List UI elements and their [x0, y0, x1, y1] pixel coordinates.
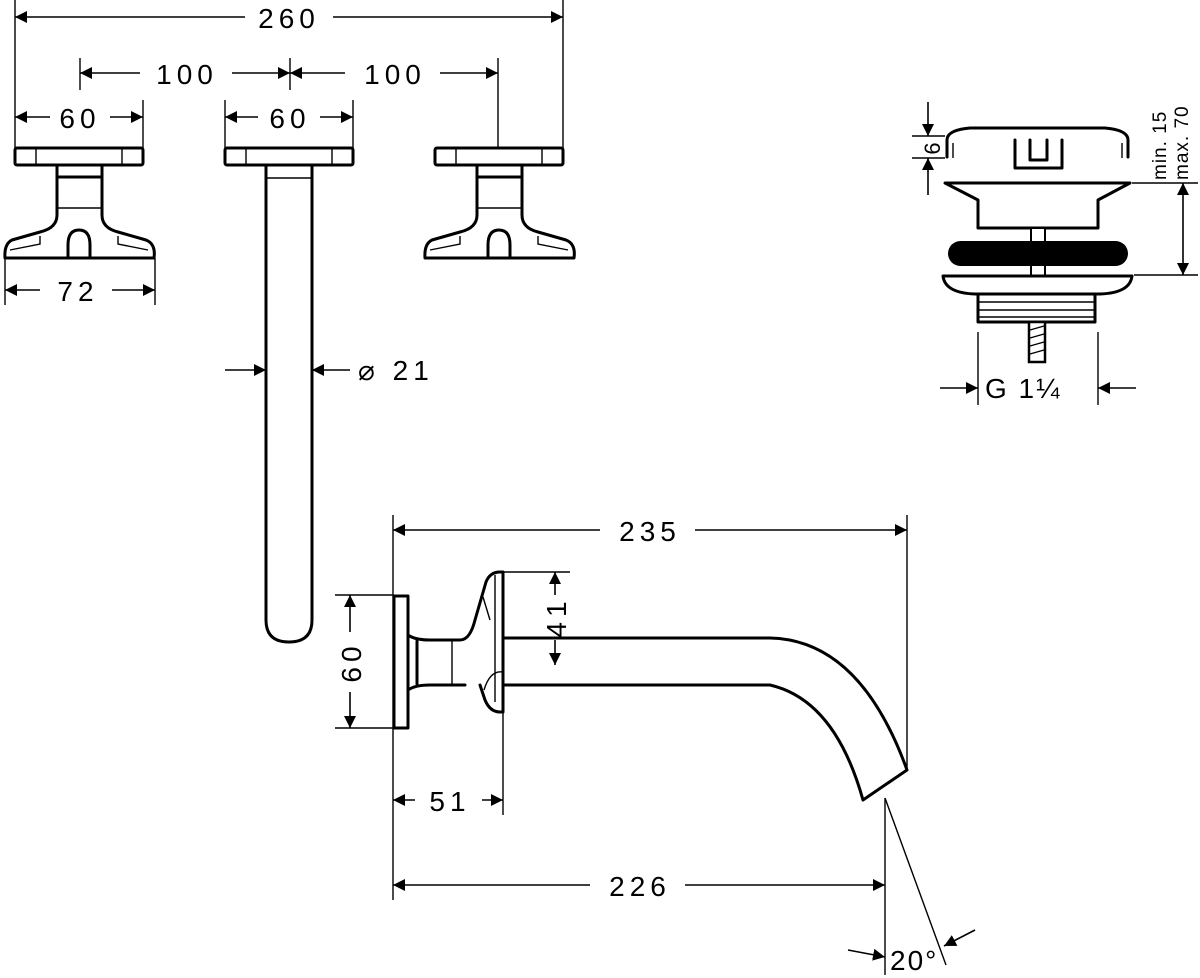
- dim-text: G 1¼: [985, 373, 1061, 404]
- dim-text: max. 70: [1172, 105, 1193, 180]
- spout-side: [392, 570, 909, 802]
- dim-handle-plate: 60: [15, 103, 143, 134]
- spout-front: [223, 146, 355, 644]
- dim-spout-plate: 60: [225, 103, 353, 134]
- cross-handle-left: [3, 146, 156, 260]
- pop-up-waste: [941, 126, 1134, 364]
- dim-text: min. 15: [1150, 111, 1171, 180]
- dim-text: 51: [429, 786, 470, 817]
- dim-text: 260: [258, 3, 320, 34]
- dim-spout-projection: 235: [393, 516, 907, 547]
- dim-spout-diameter: ⌀ 21: [225, 355, 434, 386]
- dim-text: 41: [541, 596, 572, 637]
- dim-text: 235: [619, 516, 681, 547]
- dim-spout-angle: 20°: [847, 929, 976, 976]
- dim-handle-depth: 51: [393, 786, 503, 817]
- drain-dims: 6 min. 15 max. 70 G 1¼: [912, 102, 1198, 405]
- dim-text: 60: [59, 103, 100, 134]
- cross-handle-right: [423, 146, 576, 260]
- dim-text: 100: [364, 59, 426, 90]
- dim-spout-reach: 226: [393, 871, 885, 902]
- dim-overall-width: 260: [15, 3, 563, 34]
- dim-text: 6: [920, 141, 945, 154]
- dim-handle-base: 72: [5, 276, 155, 307]
- extension-lines-side: [335, 515, 947, 975]
- dim-text: ⌀ 21: [358, 355, 434, 386]
- dim-text: 100: [156, 59, 218, 90]
- dim-spacing-left: 100: [80, 59, 290, 90]
- dim-text: 72: [57, 276, 98, 307]
- dim-spacing-right: 100: [290, 59, 498, 90]
- dim-text: 226: [609, 871, 671, 902]
- dim-text: 60: [336, 641, 367, 682]
- dim-text: 20°: [890, 945, 938, 976]
- dim-handle-height: 41: [541, 572, 572, 665]
- dim-rosette-height: 60: [336, 595, 367, 728]
- dim-text: 60: [269, 103, 310, 134]
